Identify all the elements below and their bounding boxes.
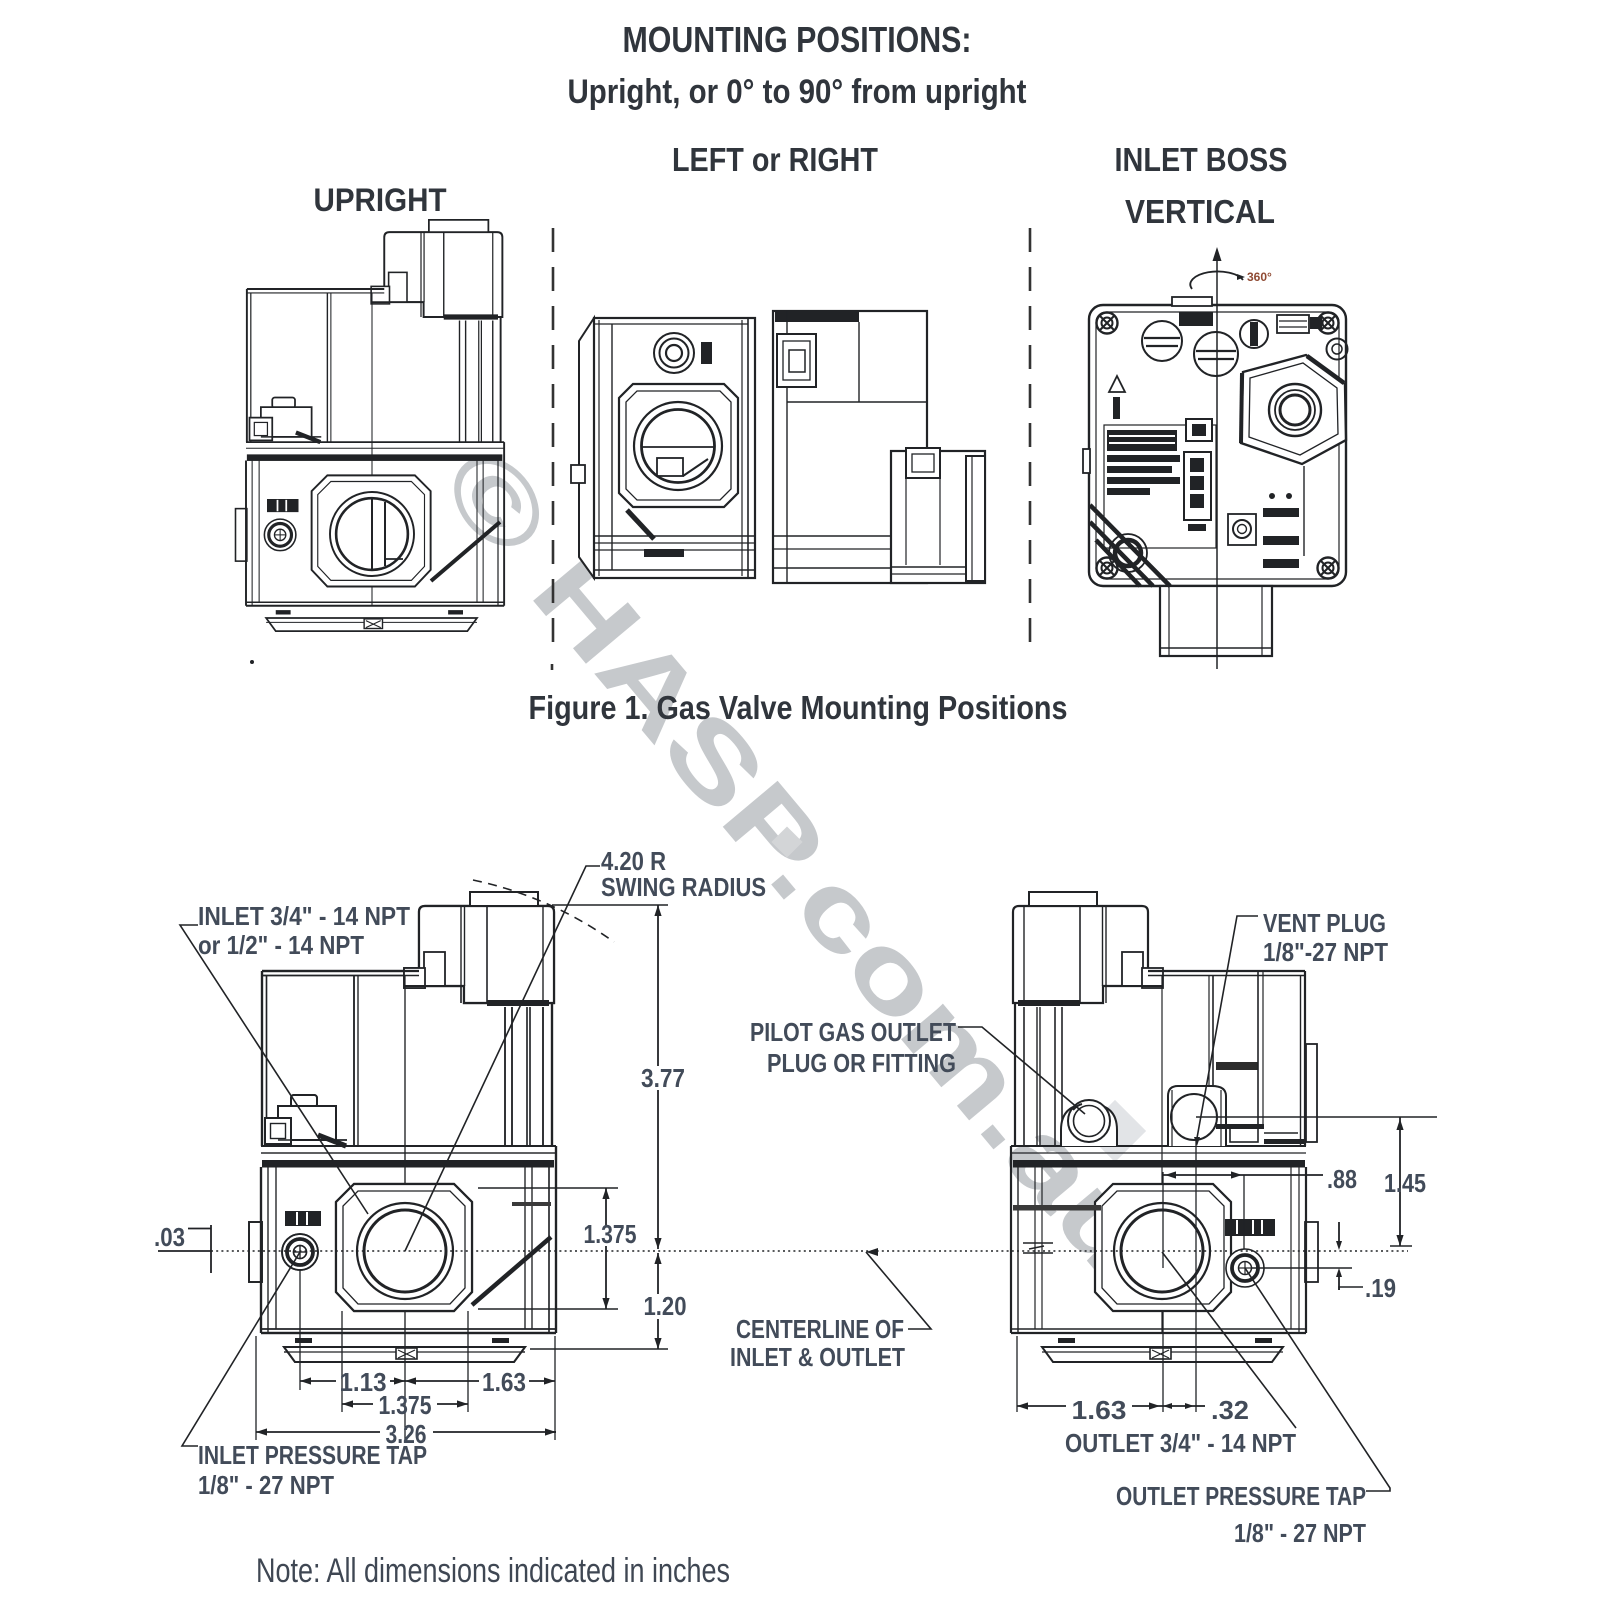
svg-text:or 1/2" - 14 NPT: or 1/2" - 14 NPT [198, 930, 364, 960]
svg-text:1.45: 1.45 [1384, 1168, 1426, 1198]
svg-text:INLET 3/4" - 14 NPT: INLET 3/4" - 14 NPT [198, 901, 410, 931]
svg-text:1.63: 1.63 [482, 1367, 526, 1397]
svg-text:1/8" - 27 NPT: 1/8" - 27 NPT [198, 1470, 334, 1500]
svg-text:.19: .19 [1365, 1273, 1396, 1303]
svg-text:1.63: 1.63 [1072, 1395, 1127, 1425]
svg-text:OUTLET 3/4" - 14 NPT: OUTLET 3/4" - 14 NPT [1065, 1428, 1296, 1458]
svg-text:VENT PLUG: VENT PLUG [1263, 908, 1386, 938]
svg-text:CENTERLINE OF: CENTERLINE OF [736, 1314, 904, 1344]
svg-text:.32: .32 [1211, 1395, 1249, 1425]
svg-text:1.375: 1.375 [584, 1219, 637, 1249]
svg-text:1.375: 1.375 [379, 1390, 432, 1420]
svg-text:1.20: 1.20 [644, 1291, 687, 1321]
svg-text:UPRIGHT: UPRIGHT [314, 182, 447, 218]
svg-text:.88: .88 [1327, 1164, 1357, 1194]
svg-text:Note: All dimensions indicated: Note: All dimensions indicated in inches [256, 1552, 730, 1590]
svg-text:Figure 1. Gas Valve Mounting P: Figure 1. Gas Valve Mounting Positions [529, 689, 1068, 726]
svg-text:360°: 360° [1247, 270, 1272, 284]
svg-text:1/8"-27 NPT: 1/8"-27 NPT [1263, 937, 1388, 967]
svg-text:INLET & OUTLET: INLET & OUTLET [730, 1342, 905, 1372]
svg-text:INLET PRESSURE TAP: INLET PRESSURE TAP [198, 1440, 427, 1470]
svg-text:3.77: 3.77 [641, 1063, 685, 1093]
svg-text:3.26: 3.26 [386, 1419, 427, 1449]
svg-text:SWING RADIUS: SWING RADIUS [601, 872, 766, 902]
svg-text:1/8" - 27 NPT: 1/8" - 27 NPT [1234, 1518, 1366, 1548]
svg-text:MOUNTING POSITIONS:: MOUNTING POSITIONS: [623, 19, 972, 60]
svg-text:INLET BOSS: INLET BOSS [1115, 141, 1288, 178]
svg-text:4.20 R: 4.20 R [601, 846, 666, 876]
svg-text:VERTICAL: VERTICAL [1125, 193, 1275, 230]
svg-text:LEFT or RIGHT: LEFT or RIGHT [672, 141, 878, 178]
svg-text:PLUG OR FITTING: PLUG OR FITTING [767, 1048, 956, 1078]
svg-text:Upright, or 0° to 90° from upr: Upright, or 0° to 90° from upright [568, 73, 1027, 111]
svg-text:PILOT GAS OUTLET: PILOT GAS OUTLET [750, 1017, 956, 1047]
svg-text:1.13: 1.13 [340, 1367, 387, 1397]
svg-text:.03: .03 [154, 1222, 185, 1252]
svg-text:OUTLET PRESSURE TAP: OUTLET PRESSURE TAP [1116, 1481, 1366, 1511]
